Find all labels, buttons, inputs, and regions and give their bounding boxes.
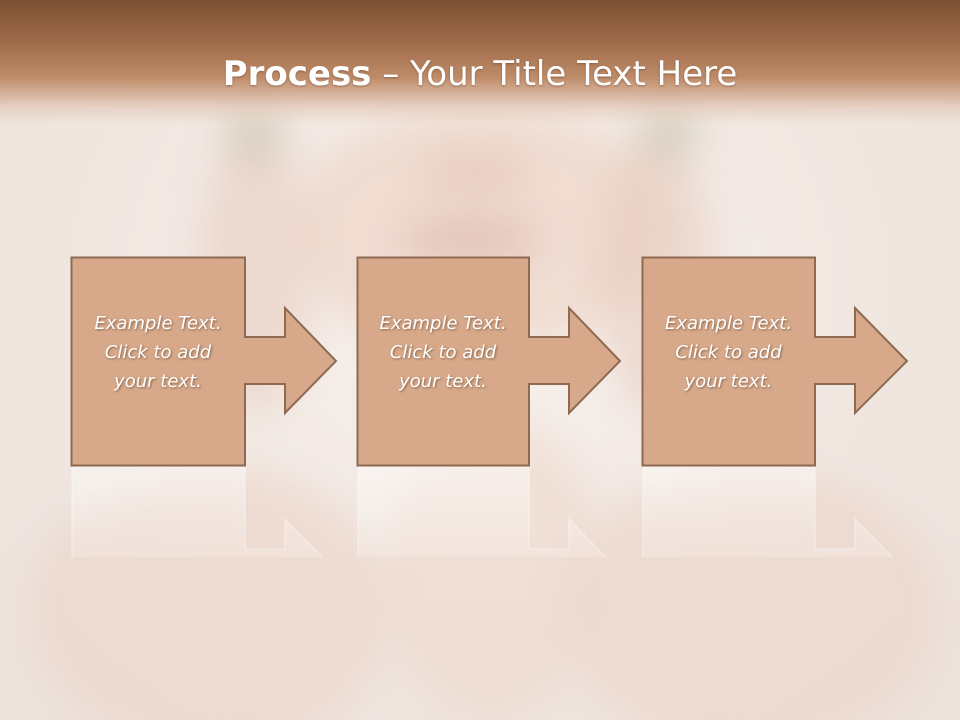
step-2-arrow-shape (356, 256, 622, 467)
step-2-text: Example Text. Click to add your text. (379, 313, 507, 392)
title-bar (0, 0, 960, 125)
step-3-arrow-shape (641, 256, 909, 467)
slide-title-rest: – Your Title Text Here (371, 54, 738, 94)
process-step-3[interactable]: Example Text. Click to add your text. (641, 256, 960, 467)
slide-title[interactable]: Process – Your Title Text Here (0, 52, 960, 96)
step-2-reflection (357, 467, 697, 557)
step-3-text: Example Text. Click to add your text. (664, 313, 793, 392)
step-3-reflection (642, 467, 960, 557)
step-1-arrow-shape (70, 256, 338, 467)
step-1-reflection (71, 467, 411, 557)
process-step-1[interactable]: Example Text. Click to add your text. (70, 256, 411, 467)
process-step-2[interactable]: Example Text. Click to add your text. (356, 256, 697, 467)
slide-title-bold: Process (222, 54, 372, 94)
step-1-text: Example Text. Click to add your text. (94, 313, 222, 392)
